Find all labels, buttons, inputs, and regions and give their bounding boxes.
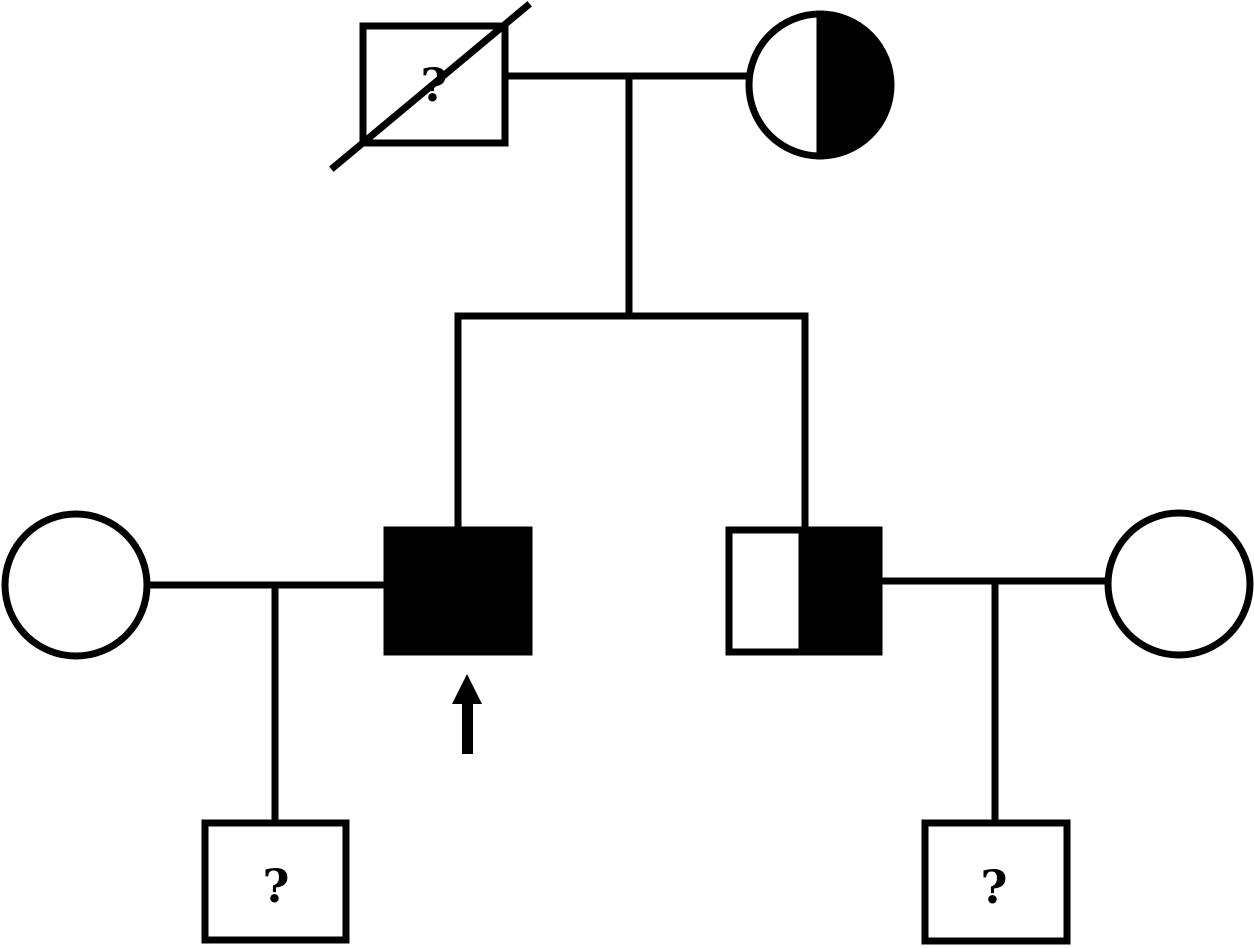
male-square (201, 819, 350, 944)
gen1-mother (745, 10, 895, 160)
gen2-proband (383, 526, 533, 754)
gen2-brother (725, 526, 883, 656)
female-circle (1104, 509, 1254, 659)
gen3-right-child: ? (921, 819, 1071, 945)
unknown-status-mark: ? (981, 860, 1008, 914)
pedigree-connections (144, 72, 1110, 826)
deceased-slash (329, 1, 532, 172)
male-square-left-half (725, 526, 806, 656)
gen1-father: ? (329, 1, 532, 172)
female-circle (1, 510, 151, 660)
gen2-left-spouse (1, 510, 151, 660)
male-square (921, 819, 1071, 945)
male-square-right-half-filled (802, 526, 883, 656)
gen3-left-child: ? (201, 819, 350, 944)
affected-male-square (383, 526, 533, 656)
carrier-half-fill (820, 14, 891, 156)
unknown-status-mark: ? (263, 859, 290, 913)
proband-arrow-icon (452, 674, 482, 754)
gen2-right-spouse (1104, 509, 1254, 659)
